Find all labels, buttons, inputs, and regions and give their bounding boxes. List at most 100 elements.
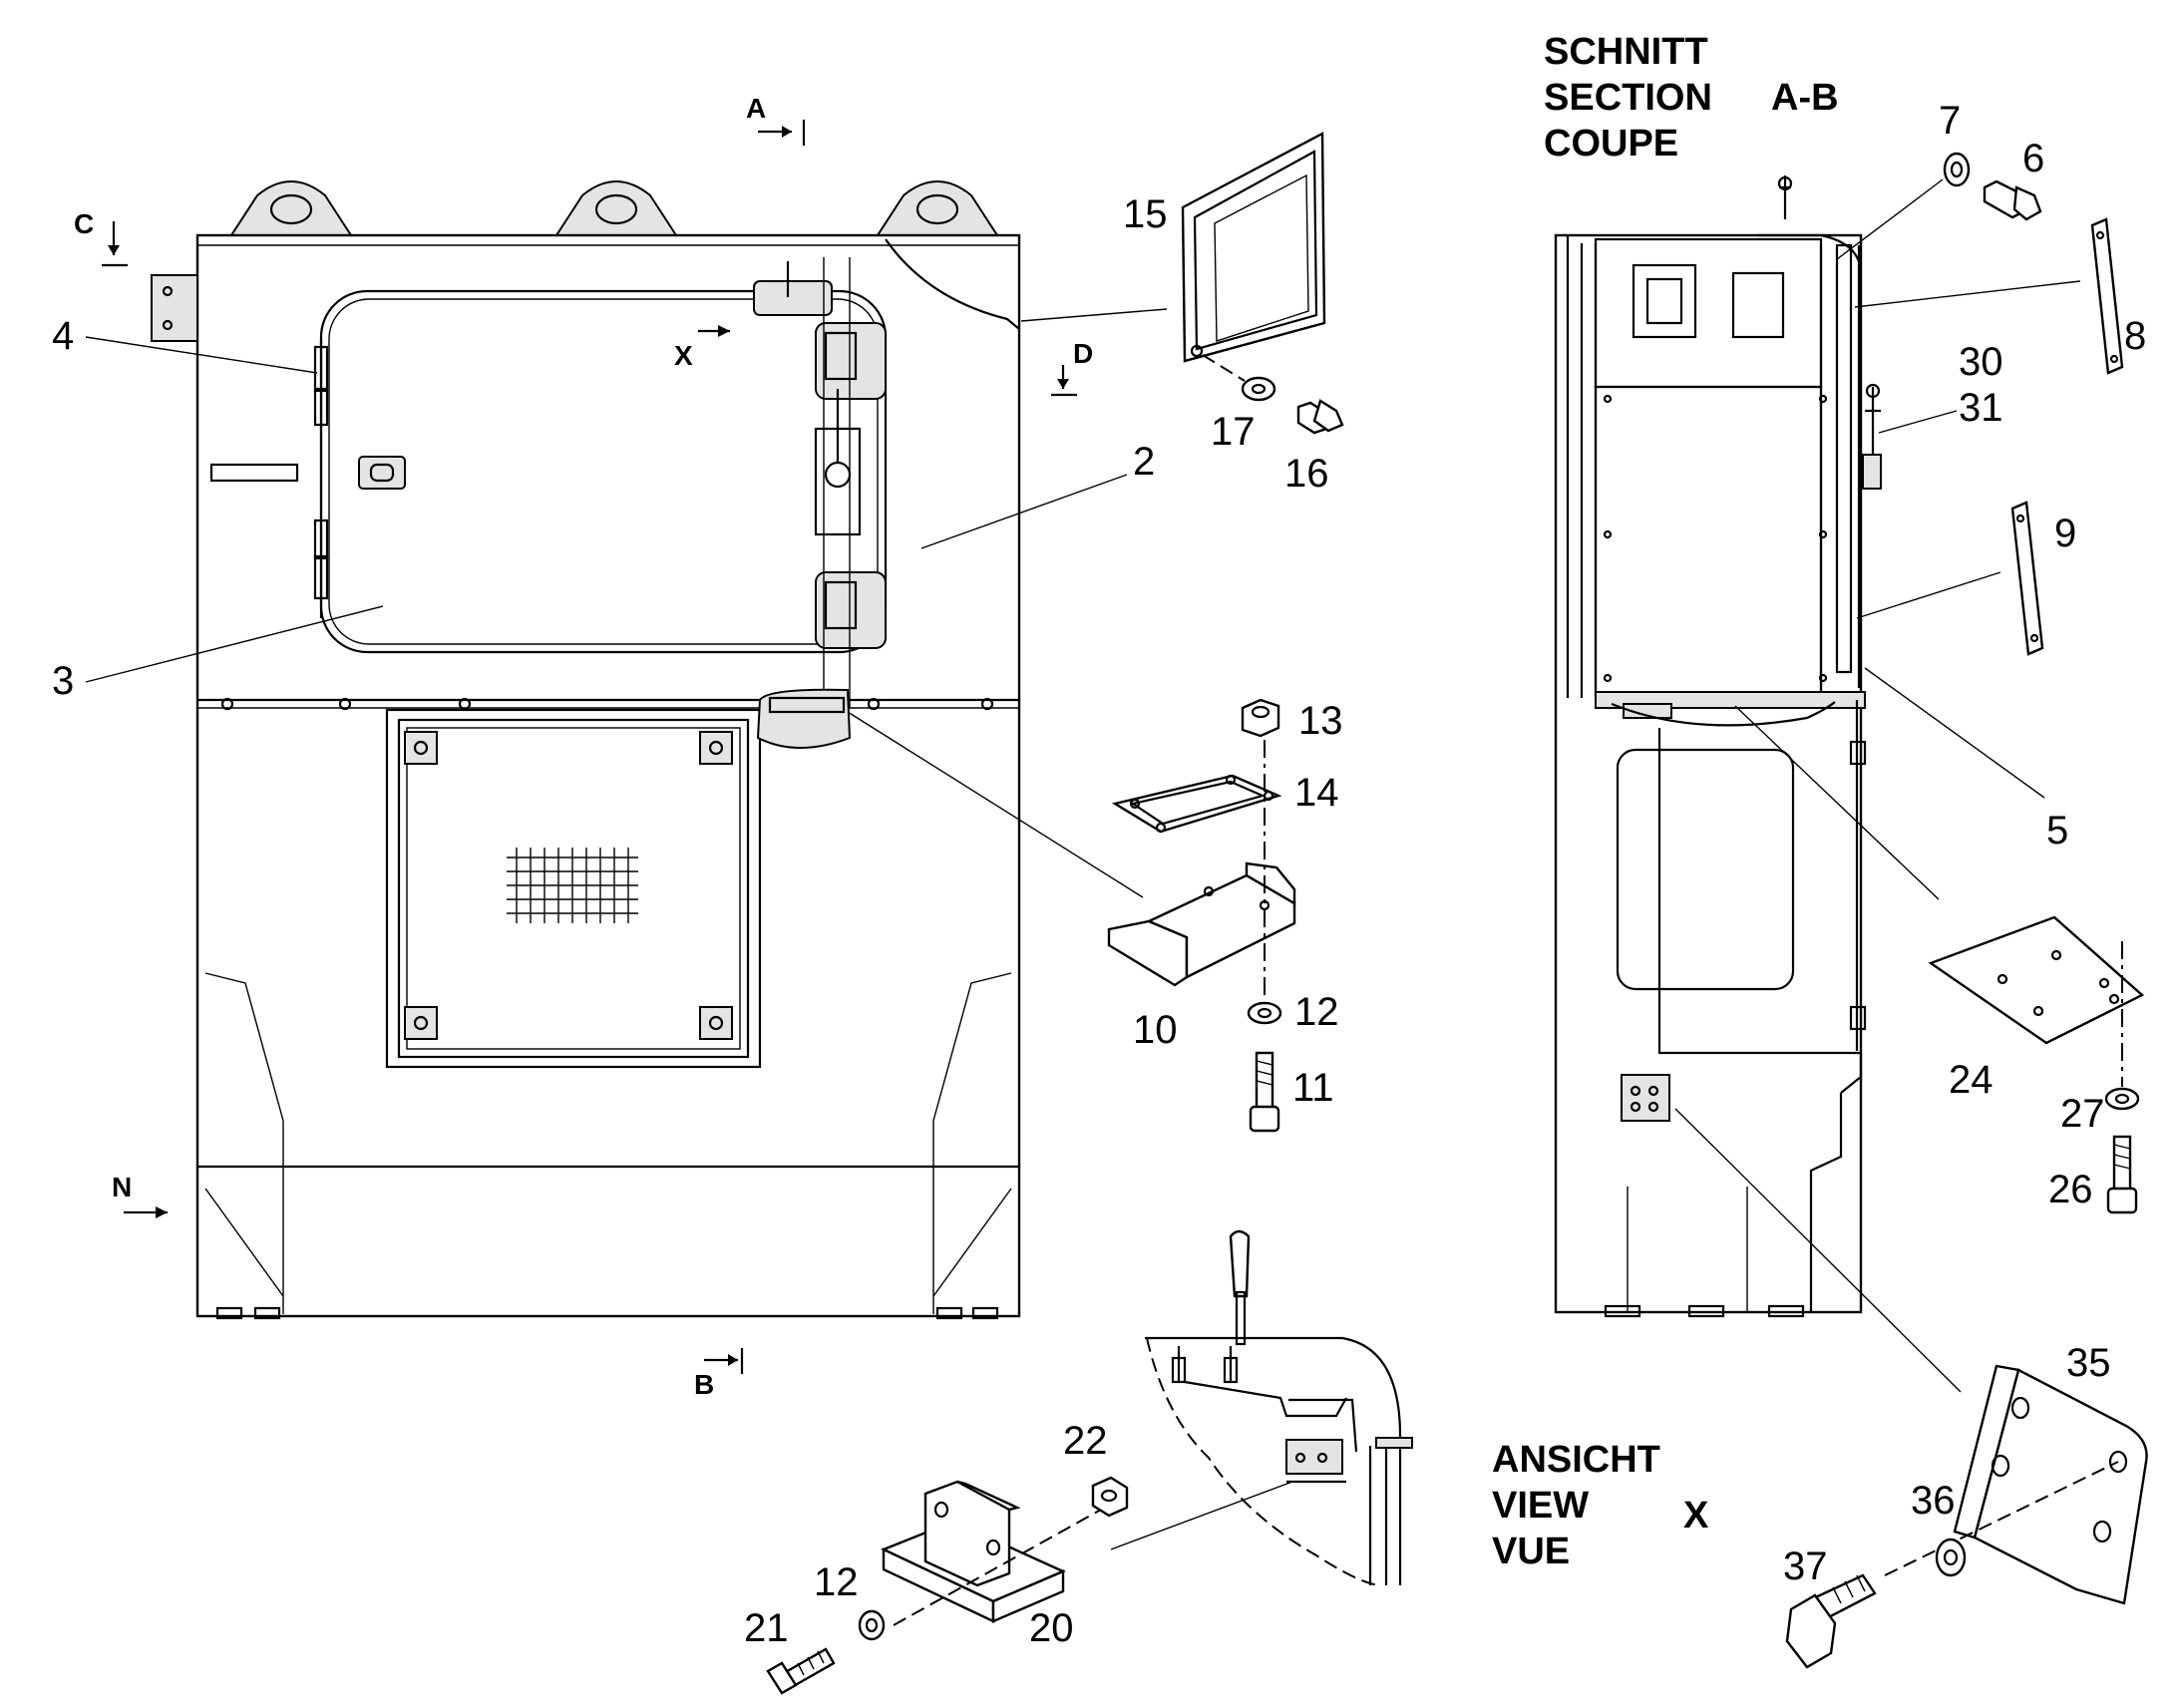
panel-screw xyxy=(699,1006,733,1040)
view-marker-C: C xyxy=(74,208,128,267)
part-26-bolt xyxy=(2106,1135,2138,1214)
section-marker-B: B xyxy=(694,1348,744,1400)
callout-3: 3 xyxy=(52,659,74,703)
callout-7: 7 xyxy=(1939,99,1961,143)
part-37-bolt xyxy=(1785,1573,1877,1669)
part-11-bolt xyxy=(1249,1051,1280,1133)
section-marker-A: A xyxy=(746,93,806,146)
callout-14: 14 xyxy=(1294,771,1339,815)
lifting-eye xyxy=(876,180,999,236)
leader-8 xyxy=(1854,280,2081,308)
svg-text:X: X xyxy=(674,340,693,371)
svg-text:VIEW: VIEW xyxy=(1492,1485,1589,1527)
part-17-washer xyxy=(1241,376,1276,402)
section-view-a-b: SCHNITT SECTION COUPE A-B xyxy=(1544,31,1882,1318)
part-35-bracket xyxy=(1953,1364,2148,1605)
callout-8: 8 xyxy=(2124,314,2146,358)
inspection-panel xyxy=(385,708,762,1069)
leader-31 xyxy=(1878,410,1958,434)
callout-26: 26 xyxy=(2048,1168,2093,1211)
callout-35: 35 xyxy=(2066,1341,2111,1385)
top-latch xyxy=(753,280,833,316)
svg-text:ANSICHT: ANSICHT xyxy=(1492,1439,1660,1481)
callout-4: 4 xyxy=(52,314,74,358)
callout-37: 37 xyxy=(1783,1544,1828,1588)
callout-36: 36 xyxy=(1911,1479,1956,1523)
part-36-washer xyxy=(1935,1537,1967,1577)
svg-text:A: A xyxy=(746,93,766,124)
leader-20 xyxy=(1110,1481,1293,1550)
leader-5 xyxy=(1864,667,2045,799)
svg-text:SECTION: SECTION xyxy=(1544,77,1712,119)
locking-rod-bar xyxy=(313,345,329,393)
svg-text:SCHNITT: SCHNITT xyxy=(1544,31,1708,73)
callout-21: 21 xyxy=(744,1606,789,1650)
part-10-bracket xyxy=(1107,861,1296,987)
svg-text:C: C xyxy=(74,208,94,239)
part-15-cover-plate xyxy=(1181,132,1326,363)
view-marker-D: D xyxy=(1051,338,1093,397)
part-8-strip xyxy=(2090,217,2124,375)
callout-15: 15 xyxy=(1123,192,1168,236)
callout-24: 24 xyxy=(1949,1058,1994,1102)
handle-icon xyxy=(1229,1229,1251,1298)
bracket-location xyxy=(756,688,852,749)
svg-text:N: N xyxy=(112,1172,132,1202)
part-20-block xyxy=(880,1480,1066,1623)
leader-7 xyxy=(1836,178,1944,260)
part-9-strip xyxy=(2010,501,2044,656)
callout-27: 27 xyxy=(2060,1092,2105,1136)
panel-screw xyxy=(699,731,733,765)
callout-6: 6 xyxy=(2022,137,2044,180)
part-13-nut xyxy=(1241,698,1280,738)
lifting-eye xyxy=(229,180,353,236)
callout-5: 5 xyxy=(2046,809,2068,853)
svg-text:VUE: VUE xyxy=(1492,1531,1570,1572)
panel-screw xyxy=(404,731,438,765)
front-view-cabinet xyxy=(151,180,1021,1320)
leader-4 xyxy=(85,336,318,374)
view-x-detail: ANSICHT VIEW VUE X xyxy=(1145,1229,1709,1586)
section-body xyxy=(1554,233,1863,1314)
ventilation-grille xyxy=(507,848,638,923)
leader-10 xyxy=(847,711,1144,898)
lock-plate xyxy=(209,463,299,483)
part-16-bolt xyxy=(1296,399,1344,435)
leader-9 xyxy=(1856,571,2001,619)
leader-15 xyxy=(1020,308,1168,322)
cabinet-body xyxy=(195,233,1021,1318)
svg-text:COUPE: COUPE xyxy=(1544,123,1678,165)
svg-text:D: D xyxy=(1073,338,1093,369)
callout-30: 30 xyxy=(1959,340,2003,384)
callout-16: 16 xyxy=(1284,452,1329,496)
lock-icon xyxy=(358,456,406,490)
leader-3 xyxy=(85,605,384,683)
callout-2: 2 xyxy=(1133,440,1155,484)
view-marker-N: N xyxy=(112,1172,168,1218)
callout-22: 22 xyxy=(1063,1419,1108,1463)
callout-12: 12 xyxy=(814,1560,859,1604)
svg-text:B: B xyxy=(694,1369,714,1400)
part-14-plate xyxy=(1111,774,1282,834)
part-12-washer xyxy=(1247,1001,1282,1025)
callouts: 2 3 4 5 6 7 8 9 10 11 12 12 13 14 15 16 … xyxy=(52,99,2146,1650)
part-22-nut xyxy=(1091,1476,1129,1518)
callout-11: 11 xyxy=(1292,1066,1334,1110)
callout-13: 13 xyxy=(1298,699,1343,743)
leader-24 xyxy=(1734,705,1940,900)
view-marker-X: X xyxy=(674,325,730,371)
lifting-eye xyxy=(554,180,678,236)
svg-text:X: X xyxy=(1683,1495,1709,1537)
callout-31: 31 xyxy=(1959,386,2003,430)
part-7-washer xyxy=(1943,152,1971,187)
leader-35 xyxy=(1674,1108,1962,1393)
leader-2 xyxy=(920,474,1128,549)
side-bracket xyxy=(151,274,198,342)
part-27-washer xyxy=(2104,1087,2140,1111)
part-24-plate xyxy=(1928,915,2145,1045)
part-6-bolt xyxy=(1983,179,2042,221)
callout-20: 20 xyxy=(1029,1606,1074,1650)
callout-10: 10 xyxy=(1133,1008,1178,1052)
callout-17: 17 xyxy=(1211,410,1256,454)
